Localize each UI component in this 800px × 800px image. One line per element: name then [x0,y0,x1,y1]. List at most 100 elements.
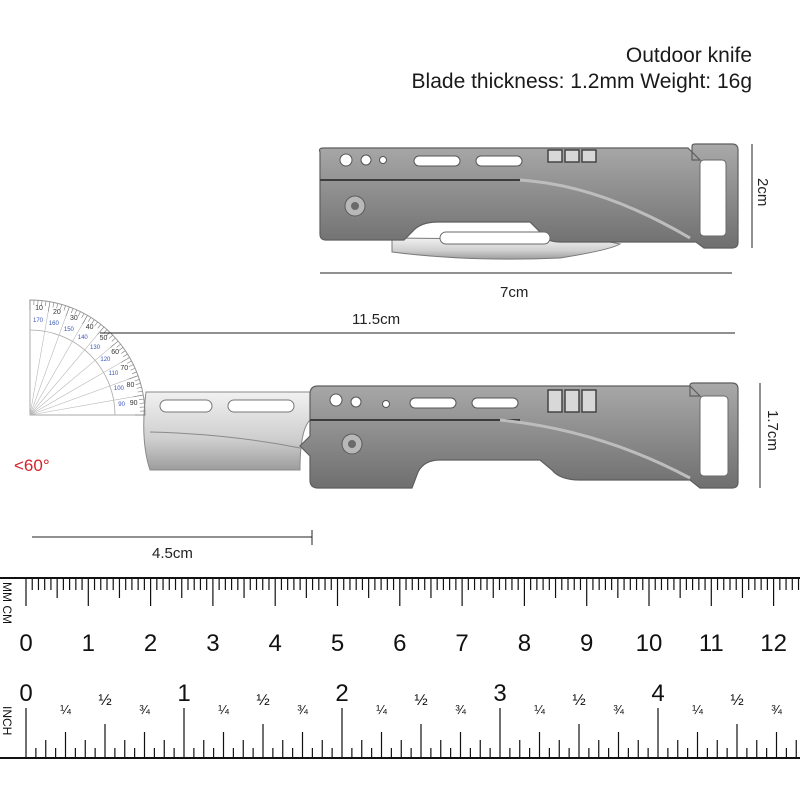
ruler-tick [133,394,144,398]
protractor-inner-number: 130 [90,344,101,351]
protractor-outer-number: 50 [99,335,108,343]
protractor-inner-number: 150 [63,326,74,333]
ruler-tick [88,317,92,322]
ruler-tick [110,340,119,348]
ruler-tick [47,301,51,312]
ruler-tick [65,306,70,317]
inch-fraction: ¼ [218,702,229,717]
inch-fraction: ¾ [771,702,782,717]
protractor-outer-number: 70 [120,365,129,373]
metric-number: 6 [393,630,407,657]
ruler-tick [128,375,139,380]
ruler-tick [131,371,137,375]
protractor-outer-number: 80 [126,382,135,390]
metric-number: 4 [268,630,282,657]
inch-fraction: ¾ [613,702,624,717]
ruler-tick [91,319,95,324]
ruler-tick [29,340,119,416]
ruler-tick [74,309,78,315]
metric-number: 9 [580,630,594,657]
ruler-tick [29,375,139,416]
ruler-tick [70,308,74,314]
protractor-outer-number: 90 [129,399,138,407]
metric-number: 1 [81,630,95,657]
inch-number: 4 [651,680,665,707]
ruler-tick [116,343,121,348]
protractor-outer-number: 60 [111,349,120,357]
metric-number: 0 [19,630,33,657]
ruler-tick [29,394,144,416]
ruler-inch [0,708,800,759]
ruler-tick [136,386,142,389]
dimension-lines [32,144,761,545]
ruler-tick [111,337,116,342]
blade-length-label: 4.5cm [152,545,193,562]
metric-number: 3 [206,630,220,657]
ruler-tick [82,315,88,325]
ruler-tick [81,313,85,319]
ruler-tick [60,304,62,310]
ruler-metric [0,577,800,606]
inch-fraction: ½ [414,692,428,709]
closed-length-label: 7cm [500,284,529,301]
open-length-label: 11.5cm [352,311,401,328]
inch-fraction: ½ [572,692,586,709]
angle-label: <60° [14,456,50,475]
inch-fraction: ¼ [376,702,387,717]
protractor-inner-number: 170 [33,318,44,325]
ruler-tick [41,300,43,306]
metric-number: 7 [455,630,469,657]
ruler-tick [97,326,105,335]
inch-fraction: ¾ [139,702,150,717]
protractor-inner-number: 160 [48,321,59,328]
inch-fraction: ½ [730,692,744,709]
ruler-tick [130,367,136,371]
ruler-tick [138,398,144,400]
metric-number: 10 [635,630,663,657]
ruler-tick [29,326,105,416]
metric-number: 5 [330,630,345,657]
ruler-tick [135,383,141,385]
ruler-tick [126,360,132,364]
protractor [29,299,146,416]
ruler-tick [45,301,47,307]
inch-fraction: ½ [98,692,112,709]
ruler-tick [108,334,113,339]
ruler-tick [77,311,81,317]
inch-fraction: ½ [256,692,270,709]
protractor-inner-number: 90 [118,401,125,408]
inch-number: 3 [493,680,507,707]
ruler-tick [121,350,126,354]
protractor-outer-number: 30 [70,314,78,322]
open-height-label: 1.7cm [764,410,781,451]
protractor-outer-number: 10 [35,305,43,313]
protractor-inner-number: 120 [100,357,111,364]
ruler-tick [118,347,124,351]
inch-number: 0 [19,680,33,707]
inch-number: 1 [177,680,191,707]
ruler-tick [120,357,130,363]
inch-number: 2 [335,680,349,707]
ruler-tick [134,379,140,382]
ruler-tick [52,302,55,308]
product-specs: Blade thickness: 1.2mm Weight: 16g [411,70,752,93]
open-knife [143,382,739,489]
ruler-tick [137,390,143,393]
metric-number: 8 [517,630,532,657]
ruler-tick [56,303,59,309]
product-title: Outdoor knife [625,44,752,67]
ruler-tick [97,324,102,329]
ruler-tick [139,402,145,404]
metric-unit-label: MM CM [0,582,14,624]
protractor-outer-number: 40 [85,323,94,331]
inch-fraction: ¾ [455,702,466,717]
metric-number: 11 [698,630,724,657]
inch-fraction: ¼ [534,702,545,717]
metric-number: 12 [760,630,787,657]
ruler-tick [29,357,130,416]
ruler-tick [94,321,98,327]
protractor-inner-number: 100 [113,386,124,393]
closed-height-label: 2cm [754,178,771,207]
protractor-inner-number: 140 [77,334,88,341]
